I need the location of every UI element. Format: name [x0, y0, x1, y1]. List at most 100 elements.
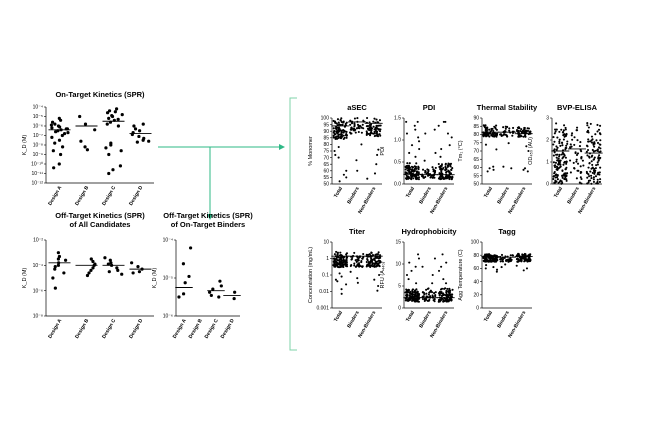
data-point: [345, 136, 348, 139]
data-point: [558, 142, 561, 145]
data-point: [405, 291, 408, 294]
data-point: [415, 162, 418, 165]
data-point: [560, 153, 563, 156]
data-point: [339, 256, 342, 259]
y-axis-label: K_D (M): [22, 135, 28, 156]
data-point: [441, 175, 444, 178]
data-point: [408, 291, 411, 294]
data-point: [590, 174, 593, 177]
data-point: [555, 122, 558, 125]
data-point: [561, 169, 564, 172]
data-point: [407, 278, 410, 281]
data-point: [427, 169, 430, 172]
data-point: [591, 171, 594, 174]
data-point: [575, 153, 579, 157]
x-tick-label: Binders: [418, 186, 433, 205]
data-point: [598, 154, 601, 157]
data-point: [431, 294, 434, 297]
data-point: [365, 125, 368, 128]
data-point: [580, 177, 583, 181]
data-point: [372, 120, 375, 123]
data-point: [501, 258, 504, 261]
data-point: [517, 131, 520, 134]
data-point: [527, 149, 530, 153]
data-point: [354, 259, 357, 262]
data-point: [107, 116, 111, 120]
data-point: [507, 142, 510, 145]
data-point: [335, 128, 338, 131]
y-tick-label: 100: [471, 240, 480, 246]
data-point: [593, 156, 596, 159]
data-point: [371, 258, 374, 261]
data-point: [451, 288, 454, 291]
data-point: [598, 173, 601, 176]
y-tick-label: 2: [546, 138, 549, 144]
data-point: [116, 124, 121, 128]
y-tick-label: 10⁻⁴: [33, 263, 43, 269]
data-point: [335, 256, 338, 259]
y-tick-label: 0.01: [319, 289, 329, 295]
x-tick-label: Binders: [346, 310, 361, 329]
y-tick-label: 75: [323, 149, 329, 155]
y-axis-label: Agg Temperature (C): [458, 249, 464, 300]
data-point: [444, 120, 447, 123]
data-point: [431, 273, 434, 277]
data-point: [365, 253, 368, 256]
data-point: [592, 180, 596, 183]
data-point: [444, 162, 447, 165]
y-tick-label: 10⁻⁸: [33, 314, 43, 320]
data-point: [555, 128, 558, 131]
data-point: [408, 294, 412, 297]
data-point: [488, 167, 491, 170]
data-point: [591, 148, 594, 152]
y-tick-label: 10⁻¹⁰: [31, 162, 43, 168]
data-point: [500, 134, 503, 137]
y-tick-label: 10: [323, 240, 329, 246]
data-point: [448, 144, 451, 147]
data-point: [572, 161, 575, 164]
data-point: [425, 172, 428, 175]
data-point: [446, 165, 449, 169]
data-point: [574, 152, 577, 155]
data-point: [411, 288, 415, 291]
data-point: [423, 159, 426, 162]
data-point: [444, 297, 447, 300]
data-point: [133, 127, 138, 131]
data-point: [103, 256, 107, 260]
data-point: [596, 149, 599, 153]
data-point: [373, 130, 376, 133]
data-point: [523, 126, 526, 130]
data-point: [502, 165, 505, 168]
data-point: [425, 288, 428, 291]
data-point: [491, 257, 495, 260]
data-point: [377, 257, 380, 260]
data-point: [415, 295, 418, 298]
data-point: [417, 168, 420, 171]
data-point: [333, 253, 336, 256]
y-tick-label: 10⁻¹¹: [31, 171, 43, 177]
data-point: [337, 145, 340, 149]
data-point: [515, 264, 518, 267]
data-point: [106, 262, 110, 266]
data-point: [342, 137, 345, 141]
x-tick-label: Total: [483, 309, 494, 323]
data-point: [353, 124, 356, 127]
data-point: [524, 133, 527, 137]
data-point: [406, 176, 409, 180]
data-point: [599, 124, 602, 127]
data-point: [588, 155, 591, 158]
data-point: [360, 131, 363, 134]
data-point: [558, 140, 561, 143]
data-point: [564, 128, 567, 131]
data-point: [377, 251, 380, 254]
data-point: [63, 258, 68, 262]
data-point: [109, 143, 113, 147]
x-tick-label: Total: [483, 185, 494, 199]
data-point: [586, 149, 590, 152]
data-point: [352, 127, 355, 130]
data-point: [340, 265, 343, 268]
y-axis-label: K_D (M): [22, 268, 28, 289]
data-point: [440, 172, 443, 175]
